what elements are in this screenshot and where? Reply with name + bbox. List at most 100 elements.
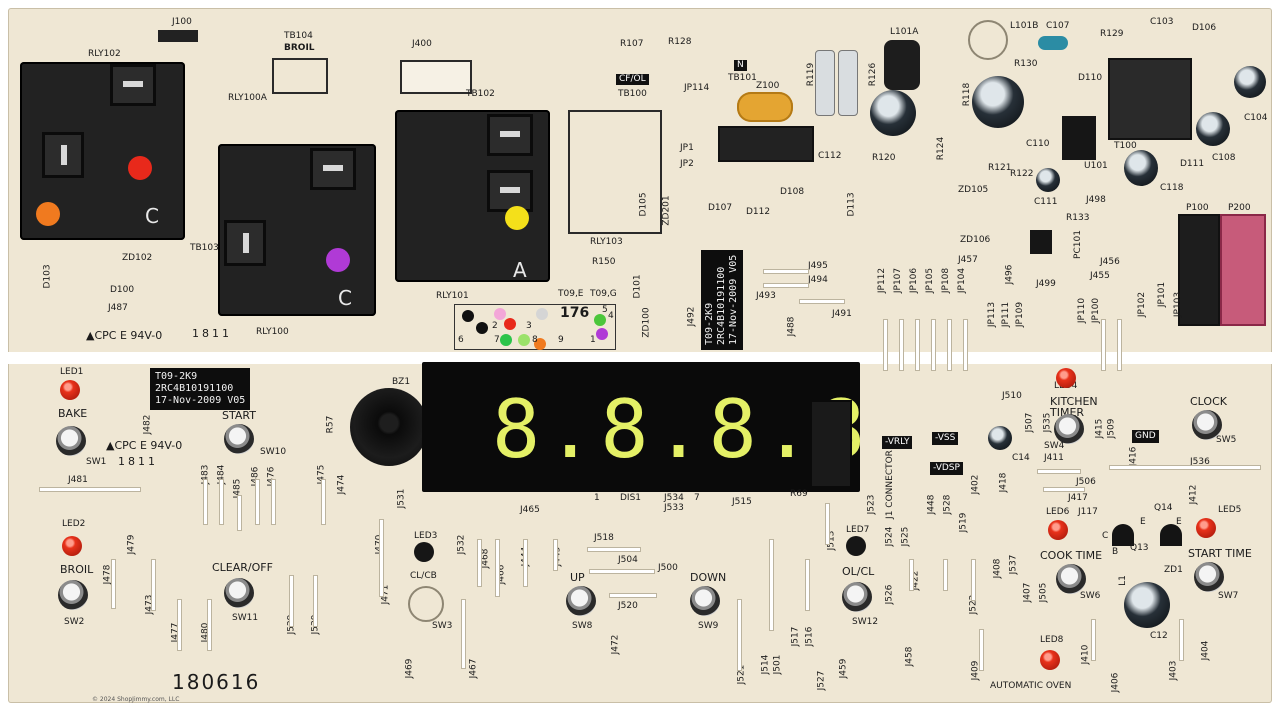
q14-label: Q14 (1154, 503, 1173, 513)
varistor-z100 (737, 92, 793, 122)
optocoupler-pc101 (1030, 230, 1052, 254)
part-label-vertical: T09-2K9 2RC4B10191100 17-Nov-2009 V05 (701, 249, 743, 350)
j523-label: J523 (866, 494, 877, 515)
jumper-wire (496, 540, 499, 596)
cook-time-label: COOK TIME (1040, 549, 1103, 562)
datecode-bottom: 1811 (118, 455, 158, 468)
jumper-wire (738, 600, 741, 670)
j495-label: J495 (808, 261, 828, 271)
jumper-wire (290, 576, 293, 626)
tb104-terminal (272, 58, 328, 94)
pin-c-label: C (1102, 531, 1109, 541)
clock-button[interactable] (1192, 410, 1222, 440)
relay-terminal (310, 148, 356, 190)
jumper-wire (1180, 620, 1183, 660)
r133-label: R133 (1066, 213, 1090, 223)
bz1-label: BZ1 (392, 377, 411, 387)
down-button[interactable] (690, 586, 720, 616)
broil-button[interactable] (58, 580, 88, 610)
j100-connector (158, 30, 198, 42)
automatic-oven-label: AUTOMATIC OVEN (990, 681, 1072, 691)
relay-rly100: C (218, 144, 376, 316)
bake-button[interactable] (56, 426, 86, 456)
j479-label: J479 (126, 534, 137, 555)
relay-rly101: A (395, 110, 550, 282)
jumper-wire (314, 576, 317, 626)
sw3-footprint (408, 586, 444, 622)
jumper-wire (964, 320, 967, 370)
jumper-wire (944, 560, 947, 590)
c107-label: C107 (1046, 21, 1070, 31)
r122-label: R122 (1010, 169, 1034, 179)
jp-label: JP104 (957, 267, 968, 294)
j100-label: J100 (172, 17, 192, 27)
clear-off-button[interactable] (224, 578, 254, 608)
j412-label: J412 (1188, 484, 1199, 505)
j457-label: J457 (958, 255, 978, 265)
led5-indicator (1196, 518, 1216, 538)
start-time-button[interactable] (1194, 562, 1224, 592)
lightgreen-marker-dot (518, 334, 530, 346)
led6-label: LED6 (1046, 507, 1070, 517)
j526-label: J526 (884, 584, 895, 605)
cpc-rating-top: ▲CPC E 94V-0 (86, 329, 163, 342)
led4-indicator (1056, 368, 1076, 388)
l1-label: L1 (1117, 575, 1128, 586)
capacitor-c111 (1036, 168, 1060, 192)
vrly-label: -VRLY (882, 436, 913, 449)
sw7-label: SW7 (1218, 591, 1239, 601)
p200-label: P200 (1228, 203, 1251, 213)
j481-label: J481 (68, 475, 88, 485)
jumper-wire (322, 480, 325, 524)
tb104-broil-label: BROIL (284, 43, 315, 53)
clock-label: CLOCK (1190, 395, 1227, 408)
relay-terminal (487, 114, 533, 156)
led2-indicator (62, 536, 82, 556)
j404-label: J404 (1200, 640, 1211, 661)
c118-label: C118 (1160, 183, 1184, 193)
u101-label: U101 (1084, 161, 1108, 171)
j400-connector (400, 60, 472, 94)
red-marker-dot (128, 156, 152, 180)
jumper-wire (1092, 620, 1095, 660)
jp-label: JP111 (1001, 301, 1012, 328)
jumper-wire (588, 548, 640, 551)
resistor-r126 (838, 50, 858, 116)
relay-terminal (224, 220, 266, 266)
zd201-label: ZD201 (661, 195, 672, 226)
jp-label: JP113 (987, 301, 998, 328)
jp-label: JP102 (1137, 291, 1148, 318)
start-button[interactable] (224, 424, 254, 454)
z100-label: Z100 (756, 81, 780, 91)
kitchen-timer-button[interactable] (1054, 414, 1084, 444)
relay-letter: C (338, 286, 352, 310)
capacitor-c14 (988, 426, 1012, 450)
j505-label: J505 (1038, 582, 1049, 603)
vss-label: -VSS (932, 432, 959, 445)
t09e-label: T09,E (558, 289, 584, 299)
cook-time-button[interactable] (1056, 564, 1086, 594)
broil-label: BROIL (60, 563, 94, 576)
sw4-label: SW4 (1044, 441, 1065, 451)
j528-label: J528 (942, 494, 953, 515)
sw1-label: SW1 (86, 457, 107, 467)
capacitor-c109 (870, 90, 916, 136)
olcl-button[interactable] (842, 582, 872, 612)
jumper-wire (1118, 320, 1121, 370)
j417-label: J417 (1068, 493, 1088, 503)
j525-label: J525 (900, 526, 911, 547)
jumper-wire (1110, 466, 1260, 469)
jumper-wire (900, 320, 903, 370)
jp-label: JP100 (1091, 297, 1102, 324)
jumper-wire (152, 560, 155, 610)
j465-label: J465 (520, 505, 540, 515)
j515-label: J515 (732, 497, 752, 507)
copyright-credit: © 2024 ShopJimmy.com, LLC (92, 696, 180, 703)
led3-label: LED3 (414, 531, 438, 541)
j498-label: J498 (1086, 195, 1106, 205)
up-button[interactable] (566, 586, 596, 616)
vdsp-label: -VDSP (930, 462, 963, 475)
jumper-wire (932, 320, 935, 370)
rly100a-label: RLY100A (228, 93, 267, 103)
green-marker-dot (594, 314, 606, 326)
